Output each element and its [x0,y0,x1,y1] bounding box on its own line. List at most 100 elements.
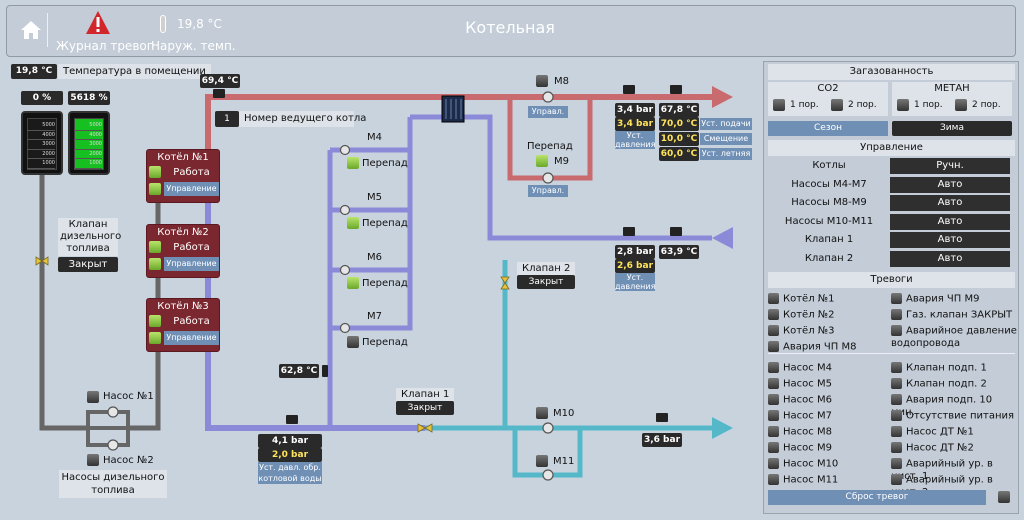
m8-control[interactable]: Управл. [528,106,568,118]
alarm-item: Насос M5 [768,378,832,391]
makeup-setpoint-label: Уст. давл. обр. котловой воды [258,462,322,484]
m11-indicator [536,455,548,467]
control-0-value[interactable]: Ручн. [890,158,1010,174]
control-3-value[interactable]: Авто [890,213,1010,230]
alarm-label: Насос M5 [783,378,832,390]
boiler-work-indicator [149,166,161,178]
valve2-status[interactable]: Закрыт [517,275,575,289]
summer-setpoint[interactable]: 60,0 °C [659,147,699,161]
valve1-icon [417,423,433,433]
methane-box: МЕТАН 1 пор. 2 пор. [892,82,1012,116]
fuel-pump1-indicator [87,391,99,403]
boiler-work-label: Работа [164,165,219,180]
pump-m4-label[interactable]: M4 [367,132,382,143]
m9-label[interactable]: M9 [554,156,569,167]
m9-pump-icon [542,172,554,184]
control-0-name: Котлы [812,160,846,171]
page-title: Котельная [465,18,555,37]
pump-m4-diff-label: Перепад [362,158,408,169]
boiler-work-row: Работа [149,240,219,255]
alarm-item: Авария ЧП M8 [768,341,856,354]
fuel-pump2-indicator [87,454,99,466]
alarm-item: Котёл №3 [768,325,835,338]
alarm-indicator [768,378,779,389]
tank-scale-tick: 5000 [27,121,55,131]
top-temp: 67,8 °C [659,103,699,117]
alarm-label: Насос M4 [783,362,832,374]
control-2-value[interactable]: Авто [890,195,1010,211]
valve1-status[interactable]: Закрыт [396,401,454,415]
boiler-name: Котёл №2 [157,227,209,238]
lead-boiler-value[interactable]: 1 [215,111,239,127]
fuel-pump1-label[interactable]: Насос №1 [103,391,154,402]
m8-label[interactable]: M8 [554,76,569,87]
makeup-pressure-setpoint[interactable]: 2,0 bar [258,448,322,462]
alarm-item: Насос M11 [768,474,838,487]
alarm-item: Насос M9 [768,442,832,455]
m10-pump-icon [542,422,554,434]
m9-indicator [536,155,548,167]
boiler-ctrl-button[interactable]: Управление [164,331,219,345]
home-icon [21,21,41,39]
alarm-label: Насос M7 [783,410,832,422]
boiler-ctrl-indicator [149,332,161,344]
valve2-icon [500,276,510,290]
control-1-value[interactable]: Авто [890,176,1010,193]
tank-scale-tick: 1000 [74,159,102,169]
warning-icon [86,11,110,34]
control-panel-title: Управление [768,140,1015,156]
tank-scale-tick: 4000 [74,131,102,140]
home-button[interactable] [14,13,48,47]
m9-control[interactable]: Управл. [528,185,568,197]
offset-value[interactable]: 10,0 °C [659,132,699,146]
alarm-label: Газ. клапан ЗАКРЫТ [906,309,1013,321]
m10-label[interactable]: M10 [553,408,575,419]
alarm-item: Насос M7 [768,410,832,423]
control-4-value[interactable]: Авто [890,232,1010,248]
top-bar [6,5,1016,57]
alarm-indicator [768,474,779,485]
mid-pressure-setpoint-label: Уст. давления [615,273,656,291]
alarm-indicator [891,458,902,469]
control-5-name: Клапан 2 [804,252,854,264]
makeup-pressure: 4,1 bar [258,434,322,448]
mid-pressure-setpoint[interactable]: 2,6 bar [615,259,655,273]
fuel-pump2-icon [107,439,119,451]
pump-group-pipe [327,147,413,428]
alarm-indicator [891,426,902,437]
alarm-label: Насос M10 [783,458,839,470]
boiler-work-indicator [149,241,161,253]
return-temp-value: 62,8 °C [279,364,319,378]
alarm-indicator [891,410,902,421]
control-5-value[interactable]: Авто [890,250,1010,267]
fuel-pump1-icon [107,406,119,418]
supply-setpoint[interactable]: 70,0 °C [659,117,699,131]
co2-label: CO2 [817,83,839,94]
pump-m5-diff-indicator [347,217,359,229]
fuel-pump2-label[interactable]: Насос №2 [103,455,154,466]
supply-temp-value: 69,4 °C [200,74,240,88]
pump-m6-label[interactable]: M6 [367,252,382,263]
m11-label[interactable]: M11 [553,456,575,467]
boiler-name: Котёл №1 [157,152,209,163]
alarm-log-button[interactable]: Журнал тревог [56,10,153,54]
valve1-label: Клапан 1 [396,388,454,401]
boiler-ctrl-button[interactable]: Управление [164,257,219,271]
alarm-indicator [891,378,902,389]
boiler-work-label: Работа [164,314,219,329]
boiler-ctrl-button[interactable]: Управление [164,182,219,196]
alarm-label: Аварийное давление водопровода [891,325,1017,349]
alarm-item: Котёл №1 [768,293,835,306]
alarm-label: Авария ЧП M9 [906,293,980,305]
season-value[interactable]: Зима [892,121,1012,136]
top-pressure-setpoint[interactable]: 3,4 bar [615,117,655,131]
summer-setpoint-label: Уст. летняя [700,148,752,160]
pump-m5-label[interactable]: M5 [367,192,382,203]
alarm-label: Котёл №1 [783,293,835,305]
alarm-label: Насос ДТ №1 [906,426,974,438]
reset-alarms-button[interactable]: Сброс тревог [768,490,986,505]
pump-m7-label[interactable]: M7 [367,311,382,322]
